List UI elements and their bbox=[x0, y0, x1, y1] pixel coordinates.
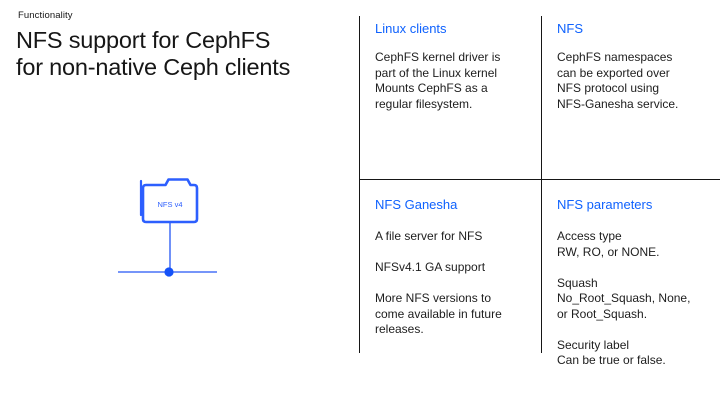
slide-eyebrow: Functionality bbox=[18, 10, 73, 21]
slide-title: NFS support for CephFS for non-native Ce… bbox=[16, 27, 291, 80]
junction-dot bbox=[164, 267, 174, 277]
grid-vertical-rule-middle bbox=[541, 16, 542, 353]
cell-nfs-header: NFS bbox=[557, 21, 583, 36]
cell-linux-clients-body: CephFS kernel driver is part of the Linu… bbox=[375, 50, 501, 111]
cell-nfs-ganesha-body: A file server for NFS NFSv4.1 GA support… bbox=[375, 229, 502, 336]
folder-label: NFS v4 bbox=[157, 200, 182, 209]
cell-nfs-ganesha-header: NFS Ganesha bbox=[375, 197, 458, 212]
grid-horizontal-rule bbox=[359, 179, 720, 180]
cell-nfs-parameters-header: NFS parameters bbox=[557, 197, 653, 212]
nfs-diagram: NFS v4 bbox=[110, 174, 225, 279]
folder-outline bbox=[141, 178, 199, 224]
cell-nfs-parameters-body: Access type RW, RO, or NONE. Squash No_R… bbox=[557, 229, 691, 367]
cell-linux-clients-header: Linux clients bbox=[375, 21, 447, 36]
grid-vertical-rule-left bbox=[359, 16, 360, 353]
folder-icon: NFS v4 bbox=[118, 178, 217, 277]
cell-nfs-body: CephFS namespaces can be exported over N… bbox=[557, 50, 679, 111]
